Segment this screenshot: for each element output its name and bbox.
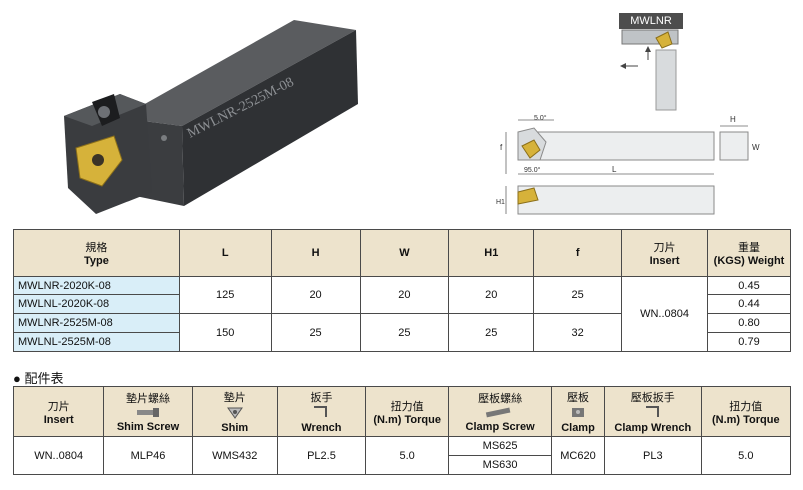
label-W: W — [752, 143, 760, 152]
H1-value: 20 — [448, 276, 535, 314]
L-value: 125 — [178, 276, 272, 314]
L-value: 150 — [178, 313, 272, 352]
label-f: f — [500, 143, 503, 152]
H-value: 20 — [270, 276, 361, 314]
type-cell: MWLNR-2020K-08 — [13, 276, 180, 295]
model-tag: MWLNR — [619, 13, 683, 29]
clamp-screw-icon — [485, 407, 511, 418]
header-wrench: 扳手 Wrench — [276, 386, 367, 437]
insert-value: WN..0804 — [12, 436, 105, 475]
label-L: L — [612, 165, 617, 174]
header-clamp: 壓板 Clamp — [551, 386, 605, 437]
shim-screw-icon — [137, 408, 159, 417]
shim-screw-value: MLP46 — [103, 436, 193, 475]
header-L: L — [178, 229, 272, 277]
shim-value: WMS432 — [191, 436, 278, 475]
clamp-screw-value: MS625 — [448, 436, 553, 456]
wrench-value: PL2.5 — [276, 436, 367, 475]
label-H1: H1 — [496, 199, 505, 206]
label-H: H — [730, 115, 736, 124]
weight-value: 0.44 — [707, 294, 791, 314]
table-row: MWLNL-2020K-08 0.44 — [13, 294, 791, 314]
weight-value: 0.79 — [707, 332, 791, 352]
H-value: 25 — [270, 313, 361, 352]
clamp-value: MC620 — [551, 436, 605, 475]
header-torque-2: 扭力值(N.m) Torque — [700, 386, 792, 437]
section-title: ● 配件表 — [13, 371, 64, 386]
type-cell: MWLNL-2525M-08 — [13, 332, 180, 352]
header-clamp-screw: 壓板螺絲 Clamp Screw — [448, 386, 553, 437]
clamp-screw-value: MS630 — [448, 455, 553, 475]
header-f: f — [533, 229, 623, 277]
torque-value-2: 5.0 — [700, 436, 792, 475]
torque-value: 5.0 — [365, 436, 450, 475]
f-value: 32 — [533, 313, 623, 352]
label-angle-side: 95.0° — [524, 166, 541, 174]
header-shim-screw: 墊片螺絲 Shim Screw — [103, 386, 193, 437]
header-W: W — [359, 229, 450, 277]
type-cell: MWLNR-2525M-08 — [13, 313, 180, 333]
model-tag-label: MWLNR — [630, 15, 672, 27]
header-weight: 重量(KGS) Weight — [707, 229, 791, 277]
shim-icon — [226, 407, 243, 419]
type-cell: MWLNL-2020K-08 — [13, 294, 180, 314]
header-H1: H1 — [448, 229, 535, 277]
H1-value: 25 — [448, 313, 535, 352]
weight-value: 0.45 — [707, 276, 791, 295]
clamp-wrench-icon — [645, 406, 659, 417]
wrench-icon — [314, 406, 328, 417]
header-torque: 扭力值(N.m) Torque — [365, 386, 450, 437]
table-row: MWLNR-2525M-08 150 25 25 25 32 0.80 — [13, 313, 791, 352]
header-shim: 墊片 Shim — [191, 386, 278, 437]
W-value: 20 — [359, 276, 450, 314]
orientation-diagram — [620, 29, 679, 111]
f-value: 25 — [533, 276, 623, 314]
weight-value: 0.80 — [707, 313, 791, 333]
clamp-wrench-value: PL3 — [603, 436, 702, 475]
label-angle-top: 5.0° — [534, 114, 547, 122]
insert-value: WN..0804 — [621, 276, 709, 352]
header-clamp-wrench: 壓板扳手 Clamp Wrench — [603, 386, 702, 437]
table-row: MS630 — [14, 455, 791, 475]
clamp-icon — [572, 408, 584, 417]
W-value: 25 — [359, 313, 450, 352]
dimension-drawing: 5.0° L 95.0° f H W H1 — [496, 114, 760, 215]
table-row: MWLNL-2525M-08 0.79 — [13, 332, 791, 352]
tool-holder-photo: MWLNR-2525M-08 — [64, 20, 358, 214]
header-H: H — [270, 229, 361, 277]
table-row: MWLNR-2020K-08 125 20 20 20 25 WN..0804 … — [13, 276, 791, 352]
table-row: WN..0804 MLP46 WMS432 PL2.5 5.0 MS625 MC… — [12, 436, 792, 475]
